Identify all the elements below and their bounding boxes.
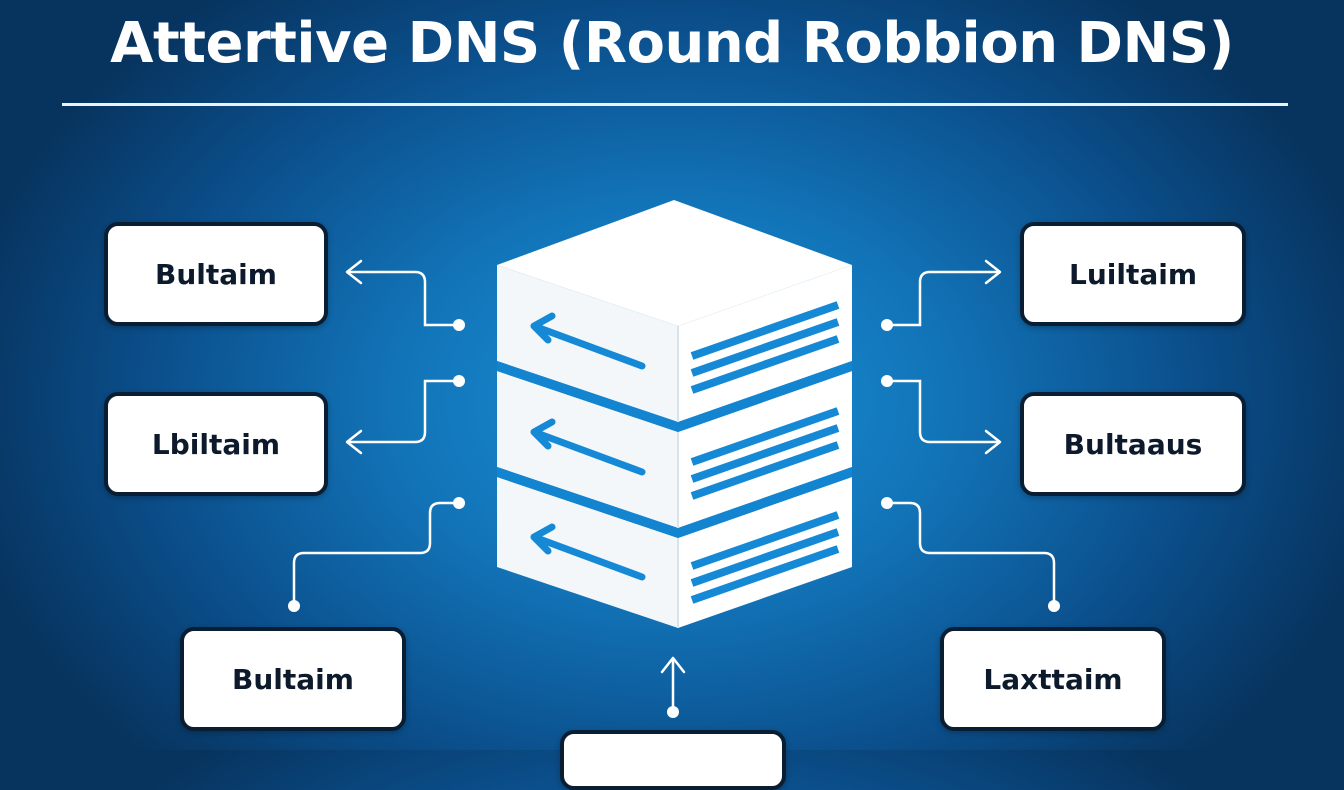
node-mid-right: Bultaaus [1020, 392, 1246, 496]
dot [667, 706, 679, 718]
connector-dots [288, 319, 1060, 718]
connector-mid-left [347, 379, 459, 444]
arrowhead-top-left [345, 259, 363, 285]
dot [1048, 600, 1060, 612]
arrowheads [345, 259, 1002, 674]
server-stack-icon [497, 200, 852, 628]
arrowhead-top-right [984, 259, 1002, 285]
dot [881, 319, 893, 331]
connector-top-left [347, 270, 459, 327]
connector-mid-right [887, 379, 1000, 444]
connector-top-right [887, 270, 1000, 327]
server-layer-top [497, 200, 852, 432]
arrowhead-mid-left [345, 429, 363, 455]
node-mid-left: Lbiltaim [104, 392, 328, 496]
dot [453, 375, 465, 387]
node-top-left: Bultaim [104, 222, 328, 326]
arrowhead-mid-right [984, 429, 1002, 455]
server-layer-middle [497, 371, 852, 538]
node-bottom-center [560, 730, 786, 790]
dot [881, 497, 893, 509]
title-rule [62, 103, 1288, 106]
server-layer-bottom [497, 477, 852, 628]
connectors-right [887, 270, 1056, 606]
node-top-right: Luiltaim [1020, 222, 1246, 326]
diagram-canvas [288, 200, 1060, 718]
node-bottom-left: Bultaim [180, 627, 406, 731]
dot [881, 375, 893, 387]
connector-bottom-left [292, 501, 459, 606]
connector-bottom-right [887, 501, 1056, 606]
dot [288, 600, 300, 612]
page-title: Attertive DNS (Round Robbion DNS) [110, 11, 1234, 76]
dot [453, 497, 465, 509]
node-bottom-right: Laxttaim [940, 627, 1166, 731]
arrowhead-bottom-center [660, 656, 686, 674]
connectors-left [292, 270, 459, 606]
dot [453, 319, 465, 331]
